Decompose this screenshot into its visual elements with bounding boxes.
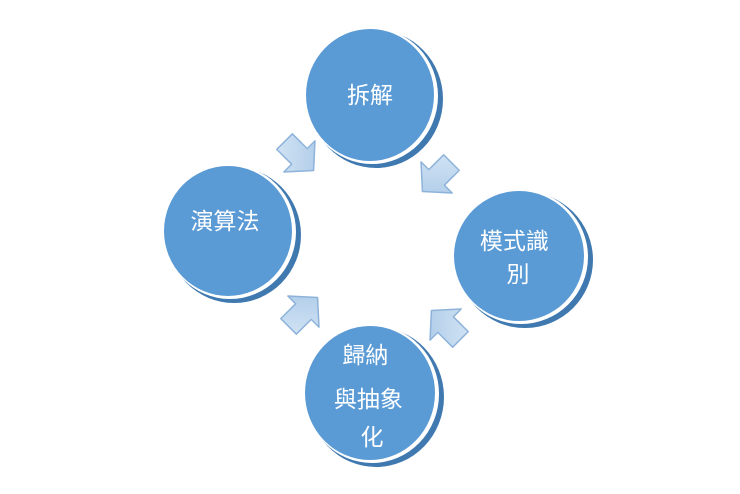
- arrow-algorithm-to-decomposition: [276, 133, 316, 173]
- node-algorithm-label: 演算法: [191, 209, 260, 235]
- node-pattern-label: 模式識 別: [480, 229, 556, 288]
- arrow-abstraction-to-algorithm: [280, 295, 320, 335]
- arrow-decomposition-to-pattern: [420, 154, 460, 194]
- node-pattern: 模式識 別: [454, 190, 593, 328]
- node-decomposition: 拆解: [306, 28, 443, 168]
- node-abstraction: 歸納 與抽象 化: [305, 325, 444, 467]
- arrow-pattern-to-abstraction: [429, 308, 469, 348]
- node-abstraction-label: 歸納 與抽象 化: [334, 343, 410, 451]
- node-decomposition-label: 拆解: [347, 83, 393, 109]
- node-algorithm: 演算法: [164, 165, 301, 303]
